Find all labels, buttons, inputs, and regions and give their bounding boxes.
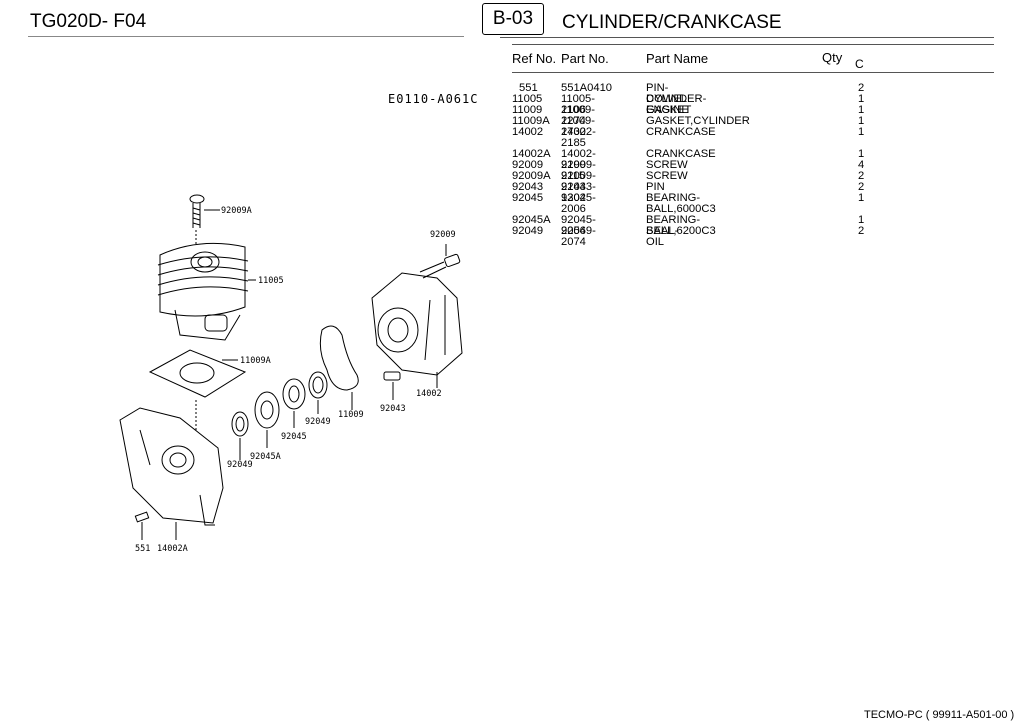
callout-551: 551 — [135, 544, 151, 554]
callout-11009: 11009 — [338, 410, 364, 420]
callout-14002a: 14002A — [157, 544, 188, 554]
part-cell: 92009-2143 — [561, 170, 596, 193]
callout-92043: 92043 — [380, 404, 406, 414]
callout-92049-right: 92049 — [305, 417, 331, 427]
qty-cell: 2 — [858, 82, 865, 94]
name-cell: GASKET — [646, 104, 692, 116]
table-top-rule — [512, 44, 994, 45]
callout-14002: 14002 — [416, 389, 442, 399]
part-cell: 11005-2106 — [561, 93, 596, 116]
ref-cell: 551 — [519, 82, 538, 94]
seal-left-drawing — [231, 411, 249, 460]
callout-11005: 11005 — [258, 276, 284, 286]
section-badge: B-03 — [482, 3, 544, 35]
column-header-c: C — [855, 57, 864, 71]
name-cell: PIN — [646, 181, 665, 193]
ref-cell: 14002A — [512, 148, 551, 160]
name-cell: BEARING-BALL,6000C3 — [646, 192, 716, 215]
name-cell: CRANKCASE — [646, 126, 716, 138]
ref-cell: 92043 — [512, 181, 544, 193]
name-cell: PIN-DOWEL — [646, 82, 688, 105]
ref-cell: 11009 — [512, 104, 543, 116]
page-title: CYLINDER/CRANKCASE — [562, 12, 782, 33]
ref-cell: 92009A — [512, 170, 551, 182]
qty-cell: 1 — [858, 115, 865, 127]
column-header-qty: Qty — [822, 50, 843, 65]
qty-cell: 1 — [858, 93, 865, 105]
seal-right-drawing — [308, 371, 328, 414]
callout-92009a: 92009A — [221, 206, 252, 216]
callout-92045a: 92045A — [250, 452, 281, 462]
qty-cell: 2 — [858, 170, 865, 182]
callout-92045: 92045 — [281, 432, 307, 442]
qty-cell: 2 — [858, 181, 865, 193]
ref-cell: 92045A — [512, 214, 551, 226]
name-cell: BEARING-BALL,6200C3 — [646, 214, 716, 237]
ref-cell: 92049 — [512, 225, 544, 237]
callout-92049-left: 92049 — [227, 460, 253, 470]
part-cell: 11009-2274 — [561, 104, 596, 127]
qty-cell: 1 — [858, 148, 865, 160]
qty-cell: 1 — [858, 214, 865, 226]
crankcase-right-drawing — [371, 272, 463, 388]
ref-cell: 92045 — [512, 192, 544, 204]
crankcase-left-drawing — [119, 400, 224, 540]
column-header-ref: Ref No. — [512, 51, 557, 66]
name-cell: SEAL-OIL — [646, 225, 679, 248]
diagram-code: E0110-A061C — [388, 92, 479, 106]
part-cell: 11009-2732 — [561, 115, 596, 138]
part-cell: 14002-2185 — [561, 126, 596, 149]
ref-cell: 11005 — [512, 93, 543, 105]
qty-cell: 1 — [858, 104, 865, 116]
column-header-name: Part Name — [646, 51, 709, 66]
part-cell: 92049-2074 — [561, 225, 596, 248]
ref-cell: 92009 — [512, 159, 544, 171]
cylinder-drawing — [157, 242, 256, 341]
crankcase-gasket-drawing — [319, 325, 359, 410]
qty-cell: 4 — [858, 159, 865, 171]
name-cell: SCREW — [646, 159, 688, 171]
ref-cell: 11009A — [512, 115, 550, 127]
name-cell: GASKET,CYLINDER — [646, 115, 750, 127]
callout-11009a: 11009A — [240, 356, 271, 366]
footer-catalog-code: TECMO-PC ( 99911-A501-00 ) — [864, 709, 1015, 721]
qty-cell: 1 — [858, 192, 865, 204]
name-cell: SCREW — [646, 170, 688, 182]
part-cell: 14002-2199 — [561, 148, 596, 171]
cylinder-gasket-drawing — [148, 349, 247, 398]
name-cell: CRANKCASE — [646, 148, 716, 160]
qty-cell: 2 — [858, 225, 865, 237]
qty-cell: 1 — [858, 126, 865, 138]
name-cell: CYLINDER-ENGINE — [646, 93, 707, 116]
part-cell: 92009-2115 — [561, 159, 596, 182]
header-divider-left — [28, 36, 464, 37]
column-header-part: Part No. — [561, 51, 609, 66]
ref-cell: 14002 — [512, 126, 544, 138]
bearing-92045a-drawing — [254, 391, 280, 448]
model-code: TG020D- F04 — [30, 11, 147, 32]
bearing-92045-drawing — [282, 378, 306, 428]
header-divider-right — [500, 37, 994, 38]
part-cell: 92043-1302 — [561, 181, 596, 204]
part-cell: 551A0410 — [561, 82, 613, 94]
screw-92009-drawing — [419, 244, 461, 279]
pin-92043-drawing — [383, 371, 401, 400]
dowel-pin-drawing — [134, 511, 150, 540]
callout-92009: 92009 — [430, 230, 456, 240]
part-cell: 92045-2006 — [561, 192, 596, 215]
table-header-rule — [512, 72, 994, 73]
part-cell: 92045-2056 — [561, 214, 596, 237]
screw-92009a-drawing — [189, 194, 220, 244]
